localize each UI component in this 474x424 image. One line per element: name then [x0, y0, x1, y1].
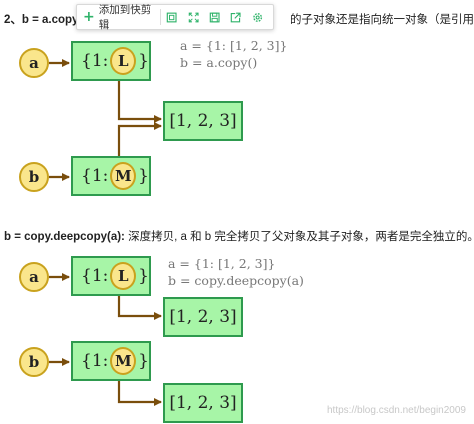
- dict-a2-open: {1:: [81, 266, 109, 286]
- dict-a-box: {1: L }: [71, 41, 151, 81]
- toolbar-divider: [159, 9, 161, 25]
- dict-a-open: {1:: [81, 51, 109, 71]
- arrow-L2-to-list: [117, 290, 162, 320]
- dict-a-close: }: [138, 51, 149, 71]
- section2-code-line-1: a = {1: [1, 2, 3]}: [168, 256, 276, 271]
- frame-icon[interactable]: [166, 11, 177, 24]
- section2-heading-bold: b = copy.deepcopy(a):: [4, 231, 125, 243]
- var-b-node: b: [19, 162, 49, 192]
- add-to-clip-button[interactable]: + 添加到快剪辑: [83, 2, 152, 32]
- key-node-L: L: [110, 47, 137, 75]
- section1-code-line-1: a = {1: [1, 2, 3]}: [180, 38, 288, 53]
- section1-heading: 2、b = a.copy(: [4, 11, 82, 27]
- add-to-clip-label: 添加到快剪辑: [98, 4, 152, 31]
- arrow-M2-to-list: [117, 375, 162, 406]
- key-node-M2: M: [110, 347, 137, 375]
- var-b2-node: b: [19, 347, 49, 377]
- dict-b2-close: }: [138, 351, 149, 371]
- shared-list-box: [1, 2, 3]: [163, 101, 243, 141]
- section2-heading: b = copy.deepcopy(a): 深度拷贝, a 和 b 完全拷贝了父…: [4, 228, 474, 244]
- settings-icon[interactable]: [252, 11, 263, 24]
- section2-heading-rest: 深度拷贝, a 和 b 完全拷贝了父对象及其子对象，两者是完全独立的。: [124, 231, 474, 243]
- share-icon[interactable]: [230, 11, 241, 24]
- arrow-L-to-list: [117, 76, 162, 123]
- section1-code-line-2: b = a.copy(): [180, 55, 258, 70]
- clip-toolbar: + 添加到快剪辑: [76, 2, 274, 32]
- dict-b-box: {1: M }: [71, 156, 151, 196]
- dict-b2-box: {1: M }: [71, 341, 151, 381]
- dict-b-open: {1:: [81, 166, 109, 186]
- var-a2-node: a: [19, 262, 49, 292]
- dict-a2-close: }: [138, 266, 149, 286]
- section1-code: a = {1: [1, 2, 3]} b = a.copy(): [180, 37, 287, 71]
- watermark: https://blog.csdn.net/begin2009: [327, 405, 466, 416]
- save-icon[interactable]: [209, 11, 220, 24]
- section2-code-line-2: b = copy.deepcopy(a): [168, 273, 304, 288]
- dict-b2-open: {1:: [81, 351, 109, 371]
- key-node-M: M: [110, 162, 137, 190]
- dict-b-close: }: [138, 166, 149, 186]
- list-b2-box: [1, 2, 3]: [163, 383, 243, 423]
- section2-code: a = {1: [1, 2, 3]} b = copy.deepcopy(a): [168, 255, 304, 289]
- expand-icon[interactable]: [188, 11, 199, 24]
- section1-heading-bold: 2、b = a.copy(: [4, 14, 83, 26]
- list-a2-box: [1, 2, 3]: [163, 297, 243, 337]
- var-a-node: a: [19, 48, 49, 78]
- plus-icon: +: [83, 9, 95, 25]
- arrow-M-to-list: [117, 122, 162, 162]
- key-node-L2: L: [110, 262, 137, 290]
- dict-a2-box: {1: L }: [71, 256, 151, 296]
- section1-heading-tail: 的子对象还是指向统一对象（是引用）。: [290, 14, 474, 26]
